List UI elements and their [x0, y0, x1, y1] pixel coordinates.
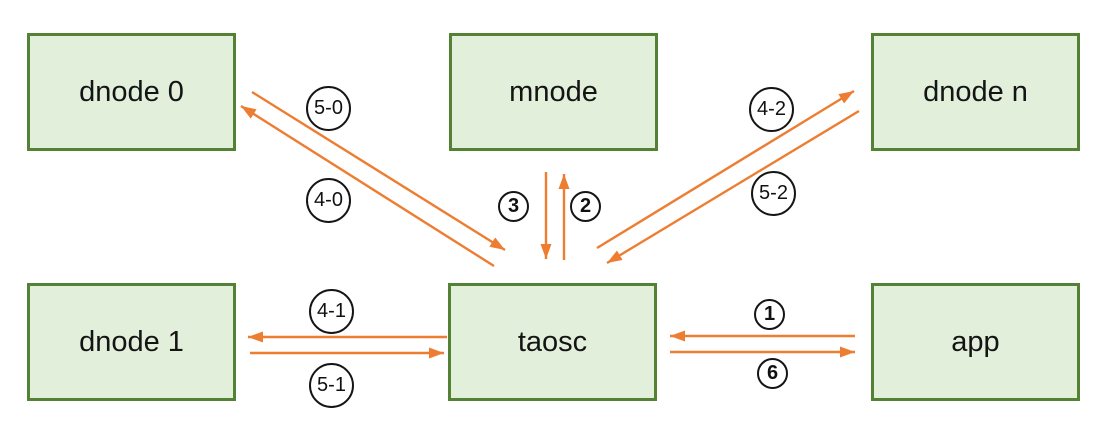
node-dnode0: dnode 0 [27, 33, 236, 151]
edge-badge-2-label: 2 [579, 195, 592, 217]
edge-badge-1: 1 [754, 299, 785, 330]
node-taosc-label: taosc [517, 325, 588, 358]
edge-badge-2: 2 [570, 191, 601, 222]
node-dnode0-label: dnode 0 [79, 75, 184, 108]
edge-badge-4-2: 4-2 [749, 87, 794, 132]
edge-badge-5-0: 5-0 [306, 86, 351, 131]
node-dnoden-label: dnode n [923, 75, 1028, 108]
edge-badge-1-label: 1 [763, 303, 776, 325]
node-dnode1-label: dnode 1 [79, 325, 184, 358]
edge-badge-4-0-label: 4-0 [314, 189, 343, 211]
edge-badge-5-1: 5-1 [309, 363, 354, 408]
edge-badge-5-0-label: 5-0 [314, 97, 343, 119]
arrow-5-0 [251, 90, 506, 252]
node-app-label: app [951, 325, 1000, 358]
node-app: app [871, 283, 1080, 401]
node-mnode-label: mnode [509, 75, 598, 108]
node-mnode: mnode [449, 33, 658, 151]
edge-badge-5-1-label: 5-1 [317, 374, 346, 396]
edge-badge-3: 3 [498, 191, 529, 222]
node-taosc: taosc [448, 283, 657, 401]
edge-badge-4-1: 4-1 [309, 289, 354, 334]
edge-badge-5-2: 5-2 [751, 171, 796, 216]
node-dnoden: dnode n [871, 33, 1080, 151]
arrow-4-2 [596, 89, 855, 250]
arrow-5-2 [606, 109, 860, 265]
arrow-4-0 [240, 104, 495, 268]
edge-badge-5-2-label: 5-2 [759, 182, 788, 204]
edge-badge-6-label: 6 [766, 362, 779, 384]
edge-badge-4-2-label: 4-2 [757, 98, 786, 120]
edge-badge-4-1-label: 4-1 [317, 300, 346, 322]
node-dnode1: dnode 1 [27, 283, 236, 401]
edge-badge-4-0: 4-0 [306, 178, 351, 223]
edge-badge-6: 6 [757, 358, 788, 389]
edge-badge-3-label: 3 [507, 195, 520, 217]
